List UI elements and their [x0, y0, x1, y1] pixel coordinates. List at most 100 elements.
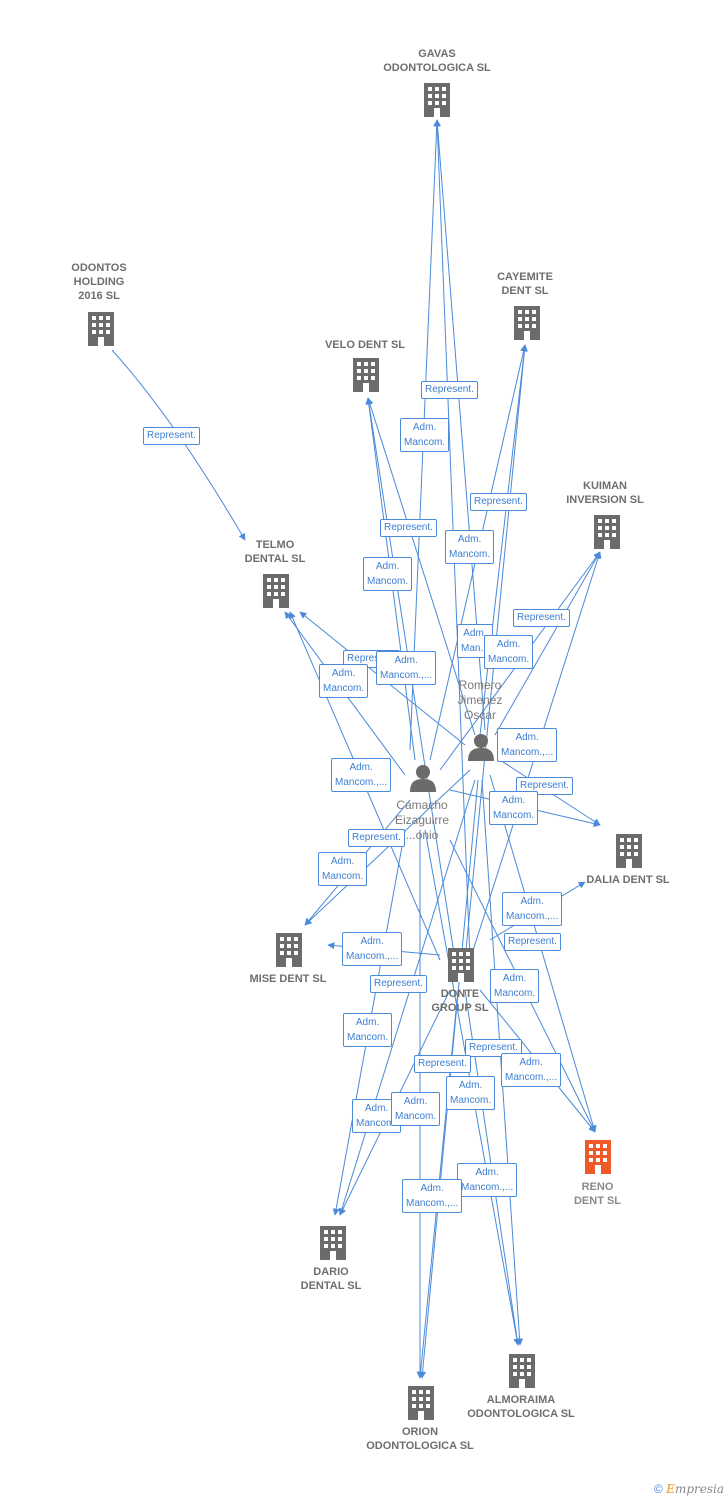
edge — [494, 551, 601, 736]
edge-label[interactable]: Adm.Mancom. — [446, 1076, 496, 1110]
edge-label[interactable]: Adm.Mancom. — [490, 969, 540, 1003]
odontos-label-line: 2016 SL — [78, 290, 120, 302]
edge-label[interactable]: Adm.Mancom. — [445, 530, 495, 564]
edge-label[interactable]: Adm.Mancom.,... — [376, 651, 437, 685]
edge-label[interactable]: Adm.Mancom.,... — [342, 932, 403, 966]
edge-label[interactable]: Adm.Mancom. — [489, 791, 539, 825]
edge-label[interactable]: Adm.Mancom.,... — [501, 1053, 562, 1087]
edge-label[interactable]: Represent. — [348, 829, 405, 847]
velo-building-icon[interactable] — [353, 358, 379, 392]
dario-building-icon[interactable] — [320, 1226, 346, 1260]
edge-label[interactable]: Adm. Mancom. — [484, 635, 534, 669]
edge-label[interactable]: Adm.Mancom. — [318, 852, 368, 886]
reno-label-line: RENO — [581, 1181, 614, 1193]
edge-label-text: Represent. — [147, 430, 196, 441]
donte-label-line: DONTE — [440, 988, 480, 1000]
camacho-label[interactable]: Camacho Eizaguirre ...onio — [382, 798, 462, 843]
edge-label-text: Mancom.,... — [461, 1182, 514, 1193]
dario-label[interactable]: DARIO DENTAL SL — [286, 1265, 376, 1293]
edge-label[interactable]: Adm.Mancom. — [391, 1092, 441, 1126]
romero-label[interactable]: Romero Jimenez Oscar — [440, 678, 520, 723]
edge-label-text: Adm. — [394, 655, 418, 666]
edge-label[interactable]: Adm.Mancom. — [400, 418, 450, 452]
edge-label-text: Mancom. — [404, 437, 446, 448]
dalia-building-icon[interactable] — [616, 834, 642, 868]
edge-label[interactable]: Adm.Mancom.,... — [497, 728, 558, 762]
donte-label[interactable]: DONTE GROUP SL — [415, 987, 505, 1015]
odontos-building-icon[interactable] — [88, 312, 114, 346]
edge-label-text: Adm. — [463, 628, 487, 639]
reno-building-icon[interactable] — [585, 1140, 611, 1174]
edge-label[interactable]: Represent. — [504, 933, 561, 951]
telmo-building-icon[interactable] — [263, 574, 289, 608]
almoraima-label[interactable]: ALMORAIMA ODONTOLOGICA SL — [455, 1393, 587, 1421]
reno-label[interactable]: RENO DENT SL — [555, 1180, 640, 1208]
gavas-label[interactable]: GAVAS ODONTOLOGICA SL — [370, 47, 504, 75]
edge-label[interactable]: Adm.Mancom.,... — [402, 1179, 463, 1213]
mise-label[interactable]: MISE DENT SL — [238, 972, 338, 986]
edge-label-text: Represent. — [352, 832, 401, 843]
orion-label-line: ORION — [401, 1426, 439, 1438]
telmo-label-line: DENTAL SL — [244, 553, 306, 565]
edge-label-text: Mancom. — [488, 654, 530, 665]
almoraima-building-icon[interactable] — [509, 1354, 535, 1388]
edge-label-text: Adm. — [496, 639, 521, 650]
edge-label-text: Adm. — [375, 561, 400, 572]
edge-label-text: Adm. — [515, 732, 539, 743]
edge-label-text: Adm. — [475, 1167, 499, 1178]
reno-label-line: DENT SL — [573, 1195, 622, 1207]
edge-label-text: Mancom.,... — [506, 911, 559, 922]
edge-label-text: Represent. — [508, 936, 557, 947]
edge-label-text: Represent. — [425, 384, 474, 395]
edge-label-text: Adm. — [349, 762, 373, 773]
edge-label[interactable]: Represent. — [465, 1039, 522, 1057]
dalia-label[interactable]: DALIA DENT SL — [578, 873, 678, 887]
edge-label-text: Represent. — [384, 522, 433, 533]
mise-building-icon[interactable] — [276, 933, 302, 967]
edge-label[interactable]: Adm.Mancom. — [363, 557, 413, 591]
kuiman-label[interactable]: KUIMAN INVERSION SL — [555, 479, 655, 507]
velo-label-line: VELO DENT SL — [324, 339, 406, 351]
edge-label[interactable]: Represent. — [380, 519, 437, 537]
edge — [338, 779, 476, 1216]
cayemite-label[interactable]: CAYEMITE DENT SL — [480, 270, 570, 298]
empresia-logo[interactable]: Empresia — [666, 1482, 724, 1496]
edge-label[interactable]: Adm.Mancom.,... — [331, 758, 392, 792]
edge-label[interactable]: Adm. Mancom.,... — [457, 1163, 518, 1197]
odontos-label[interactable]: ODONTOS HOLDING 2016 SL — [54, 261, 144, 303]
edge-label-text: Adm. — [403, 1096, 428, 1107]
telmo-label-line: TELMO — [255, 539, 295, 551]
edge-label[interactable]: Represent. — [516, 777, 573, 795]
orion-label[interactable]: ORION ODONTOLOGICA SL — [354, 1425, 486, 1453]
kuiman-building-icon[interactable] — [594, 515, 620, 549]
orion-building-icon[interactable] — [408, 1386, 434, 1420]
edge-label[interactable]: Represent. — [370, 975, 427, 993]
velo-label[interactable]: VELO DENT SL — [310, 338, 420, 352]
edge-label[interactable]: Represent. — [414, 1055, 471, 1073]
edge-label[interactable]: Adm.Mancom. — [343, 1013, 393, 1047]
edge-label[interactable]: Represent. — [421, 381, 478, 399]
donte-building-icon[interactable] — [448, 948, 474, 982]
edge — [489, 774, 597, 1133]
edge-label-text: Adm. — [501, 795, 526, 806]
edge-label[interactable]: Represent. — [470, 493, 527, 511]
edge — [111, 349, 246, 541]
almoraima-label-line: ODONTOLOGICA SL — [467, 1408, 575, 1420]
cayemite-building-icon[interactable] — [514, 306, 540, 340]
edge-label-text: Adm. — [520, 896, 544, 907]
edge-label[interactable]: Represent. — [143, 427, 200, 445]
edge-label-text: Represent. — [469, 1042, 518, 1053]
edge-label[interactable]: Adm.Mancom. — [319, 664, 369, 698]
gavas-building-icon[interactable] — [424, 83, 450, 117]
edge-label-text: Mancom. — [449, 549, 491, 560]
edge-label-text: Adm. — [364, 1103, 389, 1114]
romero-person-icon[interactable] — [468, 734, 494, 761]
camacho-person-icon[interactable] — [410, 765, 436, 792]
edge-label[interactable]: Represent. — [513, 609, 570, 627]
romero-label-line: Romero — [458, 678, 502, 692]
cayemite-label-line: CAYEMITE — [497, 271, 553, 283]
edge-label[interactable]: Adm. Mancom.,... — [502, 892, 563, 926]
telmo-label[interactable]: TELMO DENTAL SL — [230, 538, 320, 566]
edge-label-text: Represent. — [520, 780, 569, 791]
edge-label-text: Adm. — [519, 1057, 543, 1068]
